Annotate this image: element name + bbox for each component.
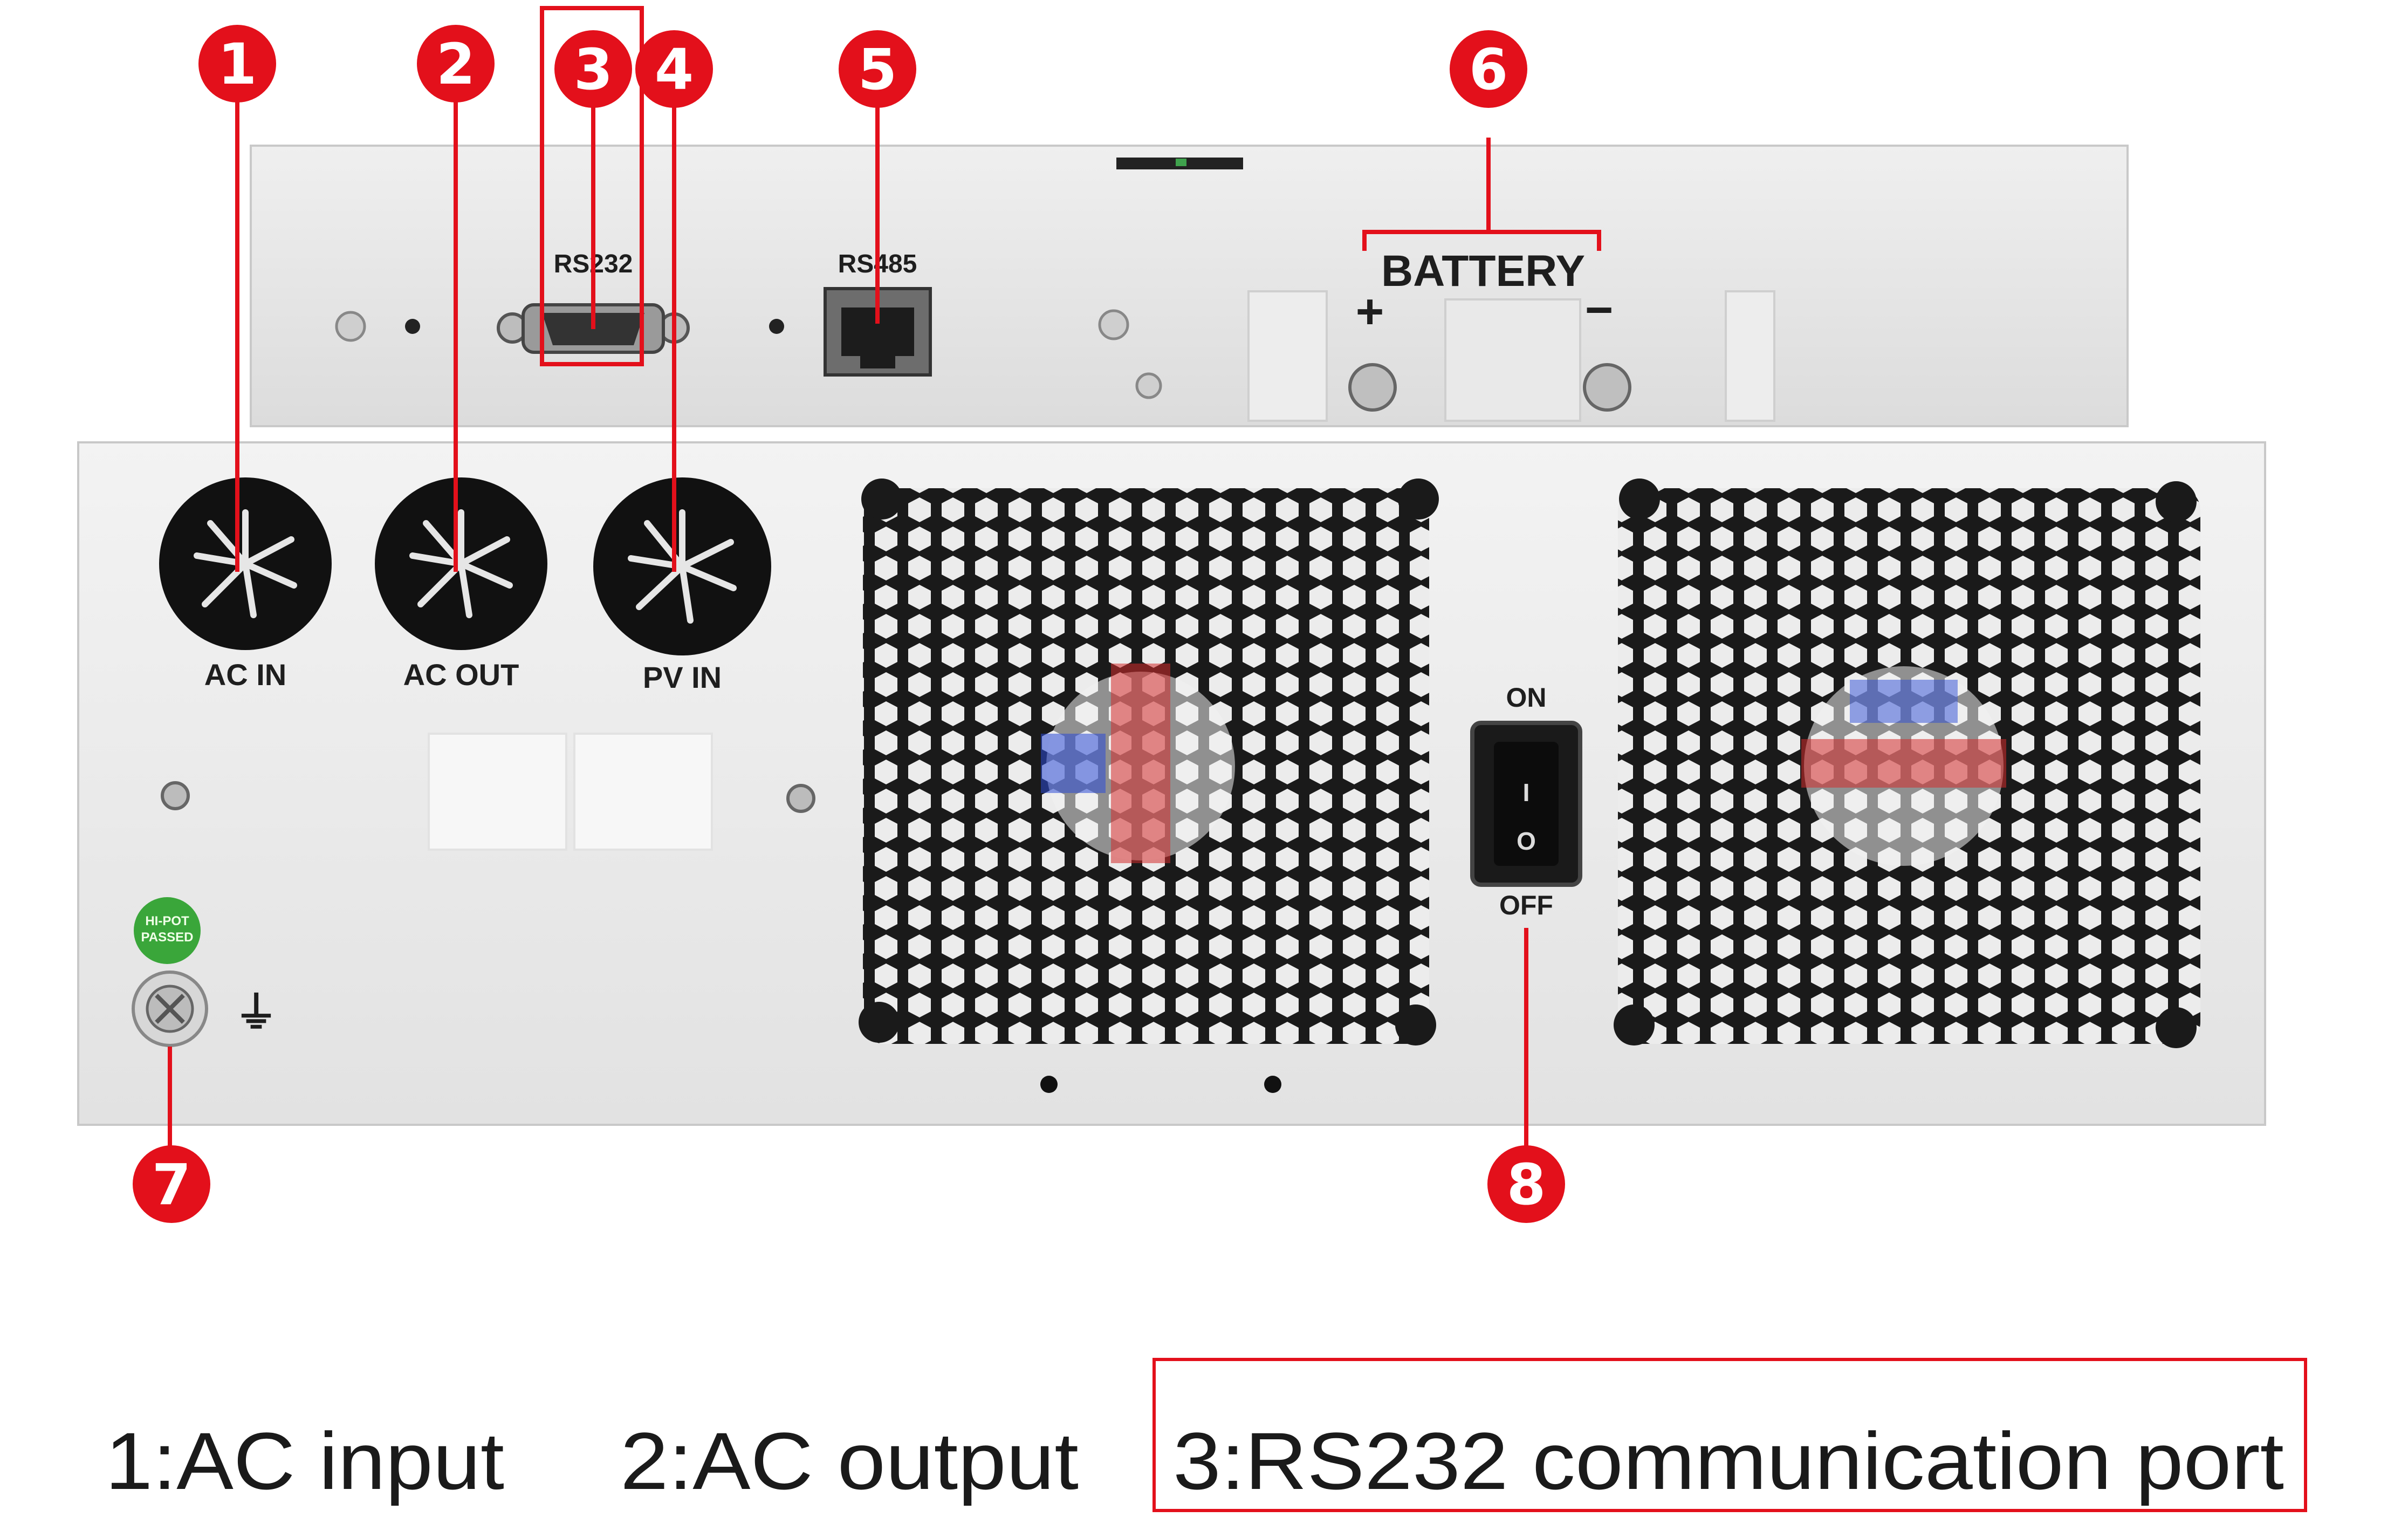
fan-grille-left: [859, 479, 1439, 1045]
caption-rs232-port: 3:RS232 communication port: [1173, 1416, 2284, 1506]
hole-icon: [405, 319, 420, 334]
callout-badge-5: 5: [839, 30, 916, 108]
label-plate: [573, 733, 713, 851]
svg-text:8: 8: [1507, 1152, 1546, 1218]
svg-text:5: 5: [858, 37, 897, 102]
hipot-line1: HI-POT: [145, 914, 189, 928]
pv-in-label: PV IN: [643, 660, 722, 694]
svg-text:3: 3: [574, 37, 613, 102]
hole-icon: [1264, 1076, 1281, 1093]
caption-ac-output: 2:AC output: [620, 1416, 1079, 1506]
switch-on-label: ON: [1506, 682, 1547, 713]
svg-text:1: 1: [218, 31, 257, 97]
screw-icon: [1614, 1004, 1655, 1045]
label-plate: [428, 733, 567, 851]
fan-grille-right: [1614, 479, 2200, 1048]
screw-icon: [861, 479, 902, 520]
switch-i-label: I: [1523, 778, 1530, 807]
ac-out-label: AC OUT: [403, 658, 519, 692]
svg-text:6: 6: [1469, 37, 1508, 102]
pv-in-knockout[interactable]: PV IN: [593, 477, 771, 694]
screw-icon: [1395, 1004, 1436, 1045]
ground-screw[interactable]: [132, 971, 208, 1047]
screw-icon: [161, 781, 190, 810]
main-rear-panel: AC IN AC OUT: [77, 441, 2266, 1154]
battery-minus-label: −: [1585, 283, 1614, 337]
ac-out-knockout[interactable]: AC OUT: [375, 477, 547, 692]
caption-highlight-box: [1152, 1358, 2307, 1512]
screw-icon: [1398, 479, 1439, 520]
screw-icon: [1098, 309, 1129, 340]
hole-icon: [1040, 1076, 1058, 1093]
top-housing: RS232 RS485 BATTERY + −: [250, 6, 2129, 427]
rs232-highlight-box: [540, 6, 644, 366]
screw-icon: [1135, 372, 1162, 399]
callout-badge-2: 2: [417, 25, 495, 102]
battery-terminals: BATTERY + −: [1247, 138, 1775, 422]
callout-badge-6: 6: [1450, 30, 1527, 108]
switch-off-label: OFF: [1499, 890, 1553, 920]
svg-text:7: 7: [152, 1152, 191, 1218]
callout-leaders: [235, 81, 880, 572]
callout-badge-4: 4: [635, 30, 713, 108]
screw-icon: [2156, 1007, 2197, 1048]
svg-text:4: 4: [655, 37, 694, 102]
ground-icon: ⏚: [235, 989, 278, 1037]
power-switch[interactable]: ON I O OFF: [1470, 682, 1582, 920]
screw-icon: [859, 1002, 900, 1043]
callout-badge-8: 8: [1487, 1145, 1565, 1223]
screw-icon: [2156, 481, 2197, 522]
svg-text:2: 2: [436, 31, 475, 97]
switch-o-label: O: [1517, 827, 1536, 855]
battery-negative-terminal[interactable]: [1583, 363, 1631, 412]
caption-row: 1:AC input 2:AC output 3:RS232 communica…: [105, 1358, 2307, 1512]
screw-icon: [786, 784, 815, 813]
battery-positive-terminal[interactable]: [1348, 363, 1397, 412]
callout-badge-3: 3: [554, 30, 632, 108]
hipot-passed-sticker: HI-POT PASSED: [134, 897, 201, 964]
battery-plus-label: +: [1356, 285, 1384, 339]
hole-icon: [769, 319, 784, 334]
battery-label: BATTERY: [1381, 247, 1585, 296]
ac-in-label: AC IN: [204, 658, 286, 692]
callout-badge-7: 7: [133, 1145, 210, 1223]
screw-icon: [1619, 479, 1660, 520]
screw-icon: [335, 311, 366, 342]
caption-ac-input: 1:AC input: [105, 1416, 504, 1506]
hipot-line2: PASSED: [141, 930, 194, 945]
callout-badge-1: 1: [198, 25, 276, 102]
